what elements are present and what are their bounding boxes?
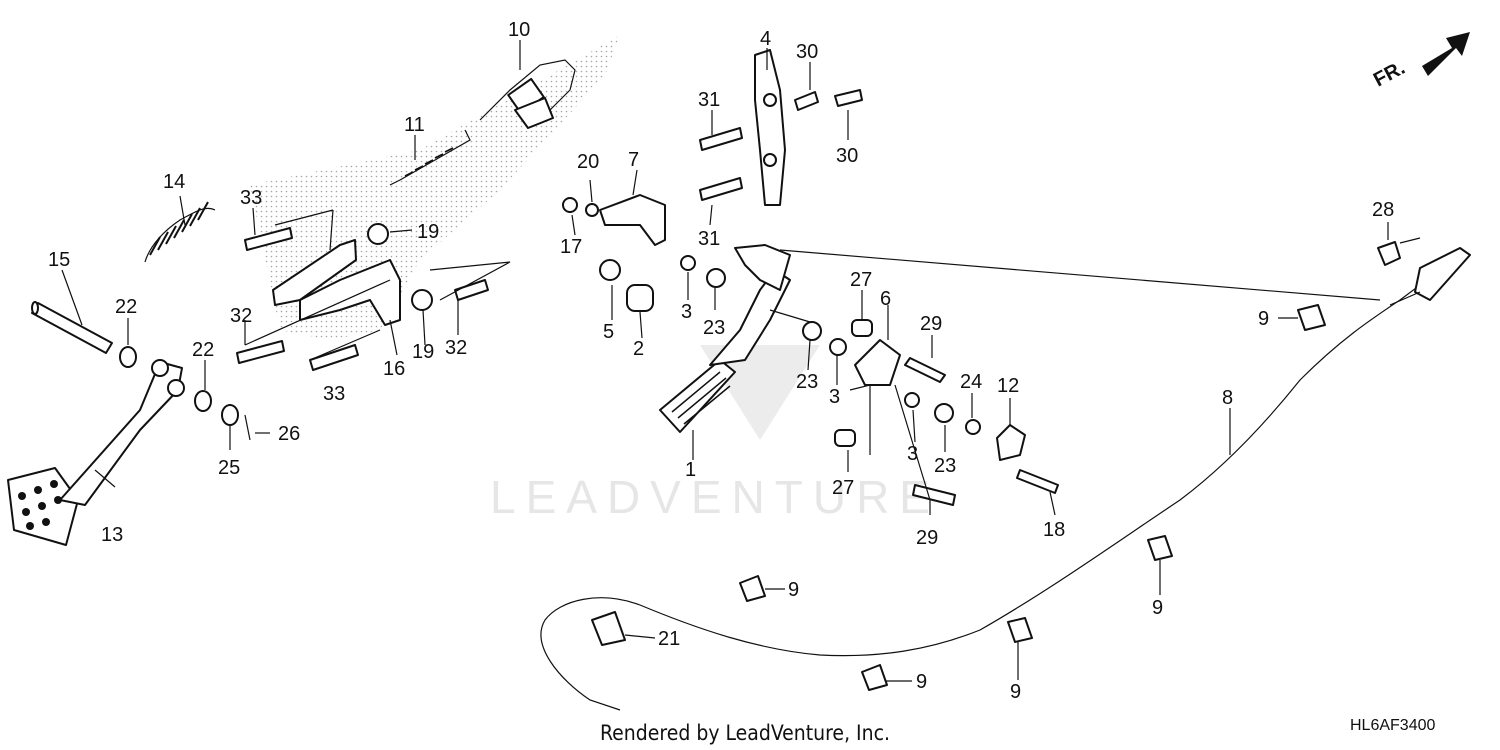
front-arrow-icon <box>1422 32 1470 76</box>
callout-15: 15 <box>48 249 70 271</box>
callout-23: 23 <box>796 371 818 393</box>
callout-16: 16 <box>383 358 405 380</box>
callout-18: 18 <box>1043 519 1065 541</box>
callout-19: 19 <box>417 221 439 243</box>
small-parts-center <box>562 197 1401 461</box>
rendered-by-credit: Rendered by LeadVenture, Inc. <box>600 721 890 745</box>
pedal-shaft-15 <box>31 301 113 354</box>
callout-29: 29 <box>920 313 942 335</box>
callout-29: 29 <box>916 527 938 549</box>
callout-17: 17 <box>560 236 582 258</box>
callout-30: 30 <box>796 41 818 63</box>
brake-pedal-13 <box>7 359 185 546</box>
callout-4: 4 <box>760 28 771 50</box>
accelerator-pedal-1 <box>659 244 811 433</box>
callout-7: 7 <box>628 149 639 171</box>
callout-20: 20 <box>577 151 599 173</box>
callout-23: 23 <box>934 455 956 477</box>
callout-10: 10 <box>508 19 530 41</box>
callout-19: 19 <box>412 341 434 363</box>
throttle-cable-8 <box>540 247 1471 711</box>
spring-11 <box>389 129 471 186</box>
leader-lines <box>61 40 1421 682</box>
callout-9: 9 <box>1152 597 1163 619</box>
callout-8: 8 <box>1222 387 1233 409</box>
callout-33: 33 <box>323 383 345 405</box>
callout-22: 22 <box>115 296 137 318</box>
return-spring-14 <box>144 201 216 263</box>
bolts-center <box>699 89 1059 506</box>
callout-3: 3 <box>829 386 840 408</box>
diagram-code: HL6AF3400 <box>1350 717 1435 734</box>
callout-22: 22 <box>192 339 214 361</box>
callout-3: 3 <box>907 443 918 465</box>
cable-clips-9 <box>591 304 1326 691</box>
callout-labels: 1 2 3 3 3 4 5 6 7 8 9 9 9 9 9 10 11 12 1… <box>48 19 1394 703</box>
callout-26: 26 <box>278 423 300 445</box>
callout-27: 27 <box>850 269 872 291</box>
bracket-4 <box>754 49 786 206</box>
bolts-left <box>236 223 489 371</box>
front-direction-indicator: FR. <box>1370 32 1470 91</box>
callout-28: 28 <box>1372 199 1394 221</box>
callout-11: 11 <box>404 114 425 136</box>
stop-switch-10 <box>479 59 576 129</box>
callout-9: 9 <box>1258 308 1269 330</box>
callout-31: 31 <box>698 228 720 250</box>
callout-31: 31 <box>698 89 720 111</box>
watermark-text: LEADVENTURE <box>490 471 940 523</box>
callout-14: 14 <box>163 171 185 193</box>
callout-6: 6 <box>880 288 891 310</box>
callout-30: 30 <box>836 145 858 167</box>
callout-33: 33 <box>240 187 262 209</box>
callout-12: 12 <box>997 375 1019 397</box>
callout-13: 13 <box>101 524 123 546</box>
callout-2: 2 <box>633 338 644 360</box>
callout-32: 32 <box>445 337 467 359</box>
callout-3: 3 <box>681 301 692 323</box>
bracket-7 <box>599 194 666 246</box>
callout-25: 25 <box>218 457 240 479</box>
callout-9: 9 <box>1010 681 1021 703</box>
callout-9: 9 <box>788 579 799 601</box>
callout-27: 27 <box>832 477 854 499</box>
callout-21: 21 <box>658 628 680 650</box>
cam-6 <box>854 339 901 386</box>
front-direction-label: FR. <box>1370 57 1409 92</box>
callout-24: 24 <box>960 371 982 393</box>
callout-32: 32 <box>230 305 252 327</box>
callout-23: 23 <box>703 317 725 339</box>
callout-5: 5 <box>603 321 614 343</box>
callout-9: 9 <box>916 671 927 693</box>
callout-1: 1 <box>685 459 696 481</box>
